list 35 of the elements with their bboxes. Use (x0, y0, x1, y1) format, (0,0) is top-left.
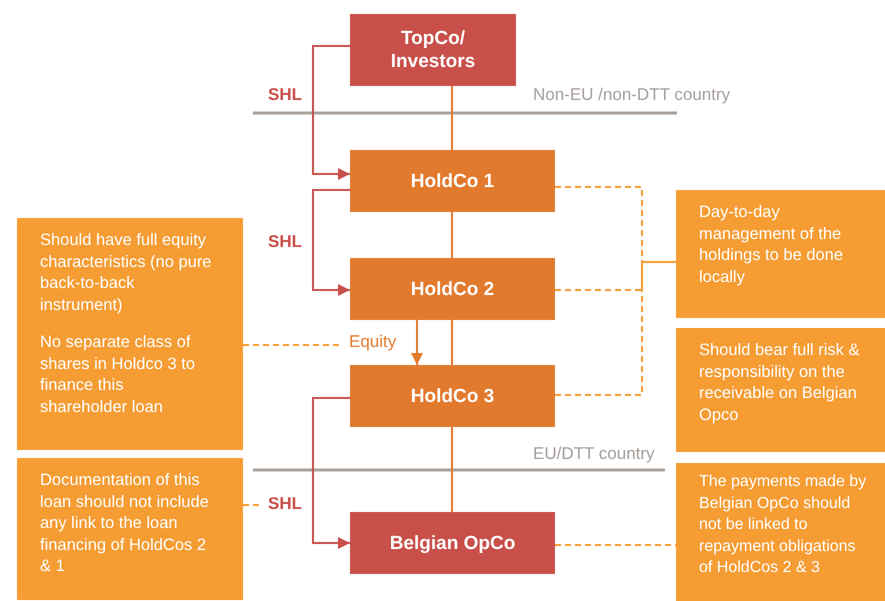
entity-box (350, 365, 555, 427)
entity-box (350, 150, 555, 212)
note-box (17, 218, 243, 450)
arrow (411, 320, 423, 365)
region-label: EU/DTT country (533, 444, 655, 464)
entity-name: Belgian OpCo (390, 532, 516, 554)
entity-name: HoldCo 1 (410, 170, 494, 192)
note-box (676, 190, 885, 318)
edge-label: Equity (347, 332, 398, 352)
note-text: No separate class of shares in Holdco 3 to finance this shareholder loan (40, 332, 196, 418)
connector-line (451, 320, 453, 365)
region-label: Non-EU /non-DTT country (533, 85, 730, 105)
entity-name: HoldCo 2 (410, 278, 494, 300)
note-text: Documentation of this loan should not include any link to the loan financing of HoldCos 2 & 1 (40, 470, 210, 577)
entity-name: TopCo/ Investors (390, 27, 476, 73)
connector-line (451, 86, 453, 150)
entity-box (350, 258, 555, 320)
entity-name: HoldCo 3 (410, 384, 494, 408)
connector-line (451, 427, 453, 512)
note-text: The payments made by Belgian OpCo should not be linked to repayment obligations of HoldCos 2 & 3 (699, 472, 868, 578)
arrow (312, 45, 350, 180)
arrow (312, 397, 350, 549)
note-text: Day-to-day management of the holdings to be done locally (699, 202, 844, 288)
leader-line (243, 344, 340, 346)
connector-line (451, 212, 453, 258)
note-text: Should bear full risk & responsibility on the receivable on Belgian Opco (699, 340, 860, 426)
entity-box (350, 512, 555, 574)
note-box (676, 463, 885, 601)
note-box (676, 328, 885, 452)
leader-line (555, 544, 676, 546)
entity-box (350, 14, 516, 86)
note-box (17, 458, 243, 600)
arrow (312, 189, 350, 296)
note-text: Should have full equity characteristics (no pure back-to-back instrument) (40, 230, 212, 316)
leader-line (555, 261, 676, 396)
